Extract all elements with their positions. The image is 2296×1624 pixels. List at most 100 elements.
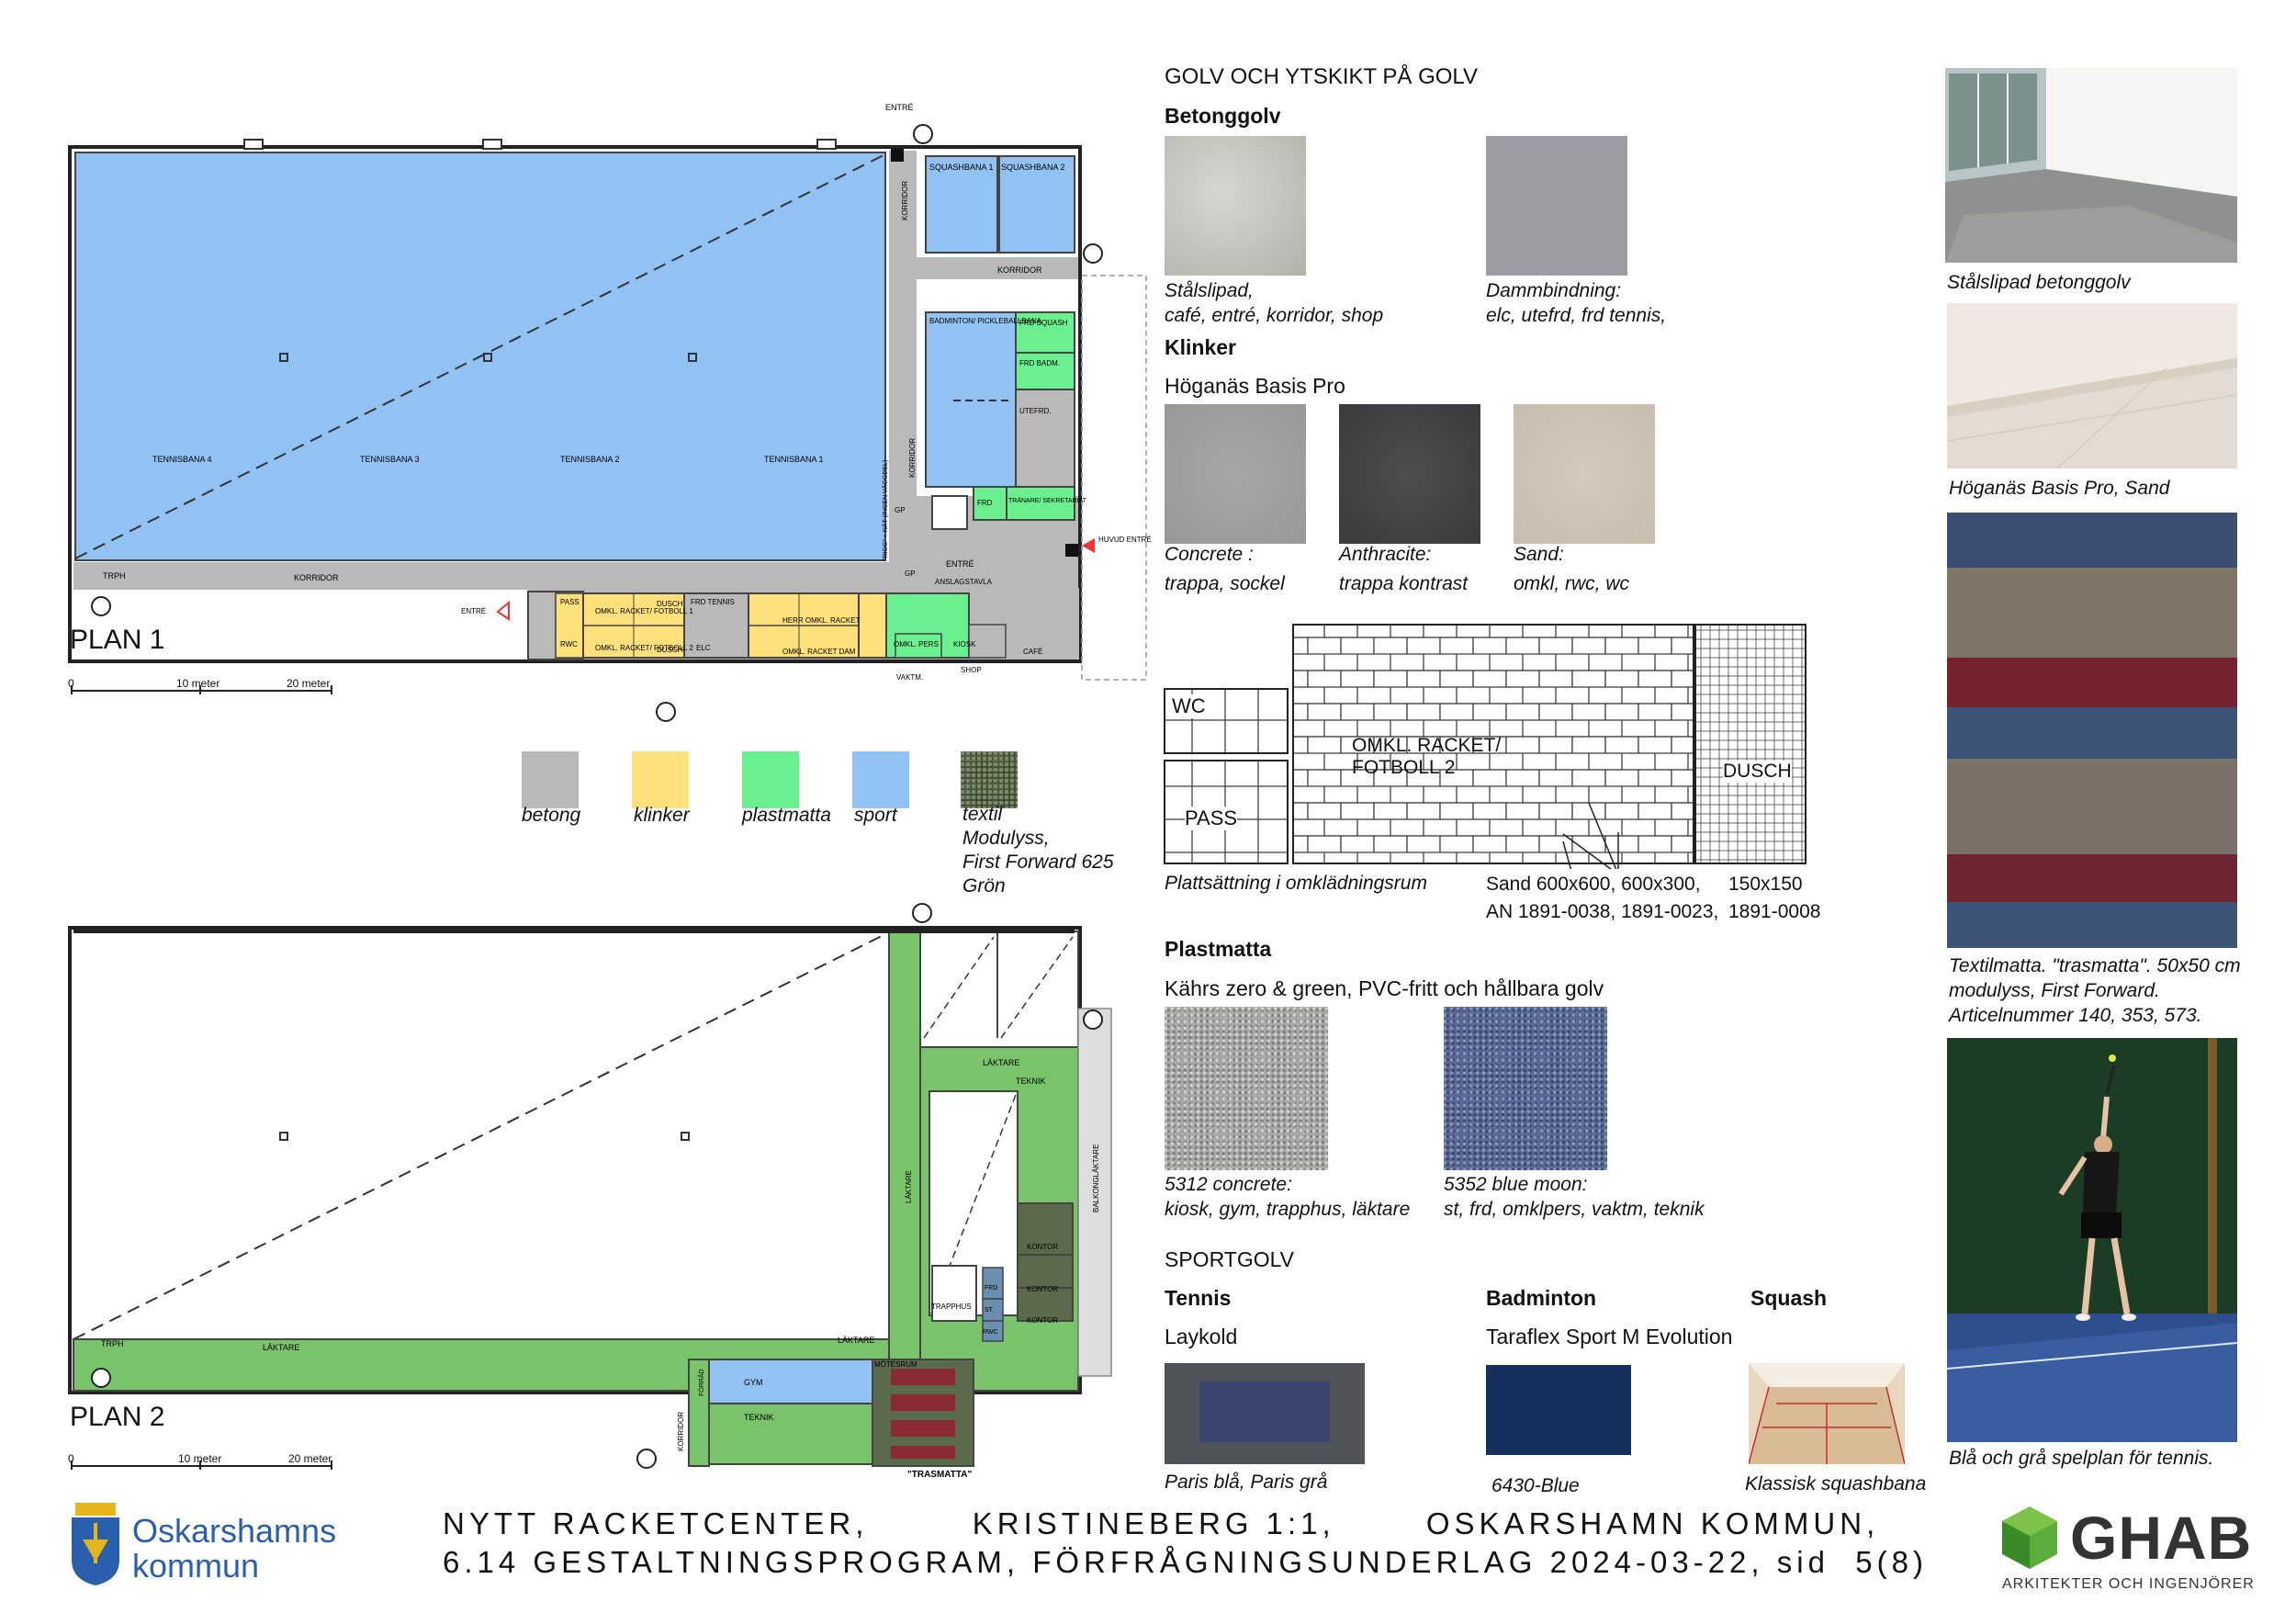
sport-tennis-inner [1199,1382,1330,1442]
sport-badminton-swatch [1486,1365,1631,1455]
betong-title: Betonggolv [1165,104,1281,128]
plan1-frd-squash: FRD SQUASH [1019,319,1068,327]
tiling-pass: PASS [1185,806,1238,830]
tiling-wc: WC [1172,694,1206,718]
legend-swatch-betong [522,751,579,808]
sport-badminton-title: Badminton [1486,1286,1597,1310]
squash-court-2 [998,155,1075,254]
plan1-trph: TRPH [103,571,126,581]
tiling-caption: Plattsättning i omklädningsrum [1165,873,1427,894]
plan-1-scale-20: 20 meter [287,677,331,690]
ghab-logo-subtitle: ARKITEKTER OCH INGENJÖRER [2002,1576,2255,1592]
plan1-utefrd: UTEFRD. [1019,407,1052,415]
plan1-tennis4: TENNISBANA 4 [152,455,212,464]
plan1-entre-mid: ENTRÉ [946,559,974,569]
photo-textile-carpet [1947,513,2237,948]
plan2-kontor-3: KONTOR [1027,1316,1058,1325]
plan1-rwc: RWC [560,640,578,648]
klinker-title: Klinker [1165,335,1236,359]
klinker-caption-anthracite: Anthracite: trappa kontrast [1339,544,1469,594]
plan1-tranare: TRÄNARE/ SEKRETARIAT [1008,497,1087,504]
sport-tennis-product: Laykold [1165,1325,1238,1348]
plan1-korridor-v: KORRIDOR [901,181,909,220]
plan1-squash2: SQUASHBANA 2 [1001,163,1065,172]
plan2-trapphus: TRAPPHUS [931,1303,972,1311]
plan1-tennis1: TENNISBANA 1 [764,455,824,464]
plan2-frd: FRD [985,1285,997,1291]
plan1-rigg: "RIGG" + NÄT (INGEN VÄGGDEL) [882,460,889,560]
plan1-frd-badm: FRD BADM. [1019,359,1060,367]
plan-1-scale-bar [71,685,332,694]
plan2-laktare-v: LÄKTARE [905,1170,913,1203]
plan1-korridor-h: KORRIDOR [997,265,1042,275]
plan2-trph: TRPH [101,1339,124,1348]
plan2-kontor-1: KONTOR [1027,1243,1058,1251]
plan1-frd-tennis: FRD TENNIS [691,598,735,606]
plan2-forrad: FÖRRÅD [697,1369,705,1396]
sport-tennis-title: Tennis [1165,1286,1232,1310]
photo-hoganas-sand [1947,303,2237,468]
plan-1-scale-10: 10 meter [176,677,220,690]
footer-line-1: NYTT RACKETCENTER, KRISTINEBERG 1:1, OSK… [443,1506,1880,1540]
plan1-korridor-v2: KORRIDOR [908,438,917,478]
plan1-entre-left: ENTRÉ [461,607,486,615]
plan2-balkong: BALKONGLÄKTARE [1092,1144,1100,1212]
plan1-gp1: GP [895,506,906,514]
plan-2-scale-10: 10 meter [178,1452,222,1465]
plan-2-scale-20: 20 meter [288,1452,332,1465]
plan2-st: ST. [985,1307,994,1314]
ghab-logo-text: GHAB [2070,1504,2253,1572]
photo-caption-3: Textilmatta. "trasmatta". 50x50 cm modul… [1949,955,2241,1026]
plan1-frd: FRD [977,499,993,507]
plan1-pass: PASS [560,598,580,606]
plan1-omkl2: OMKL. RACKET/ FOTBOLL 2 [595,644,693,652]
plan1-tennis3: TENNISBANA 3 [360,455,420,464]
plan1-squash1: SQUASHBANA 1 [929,163,994,172]
plan2-laktare-bottom-2: LÄKTARE [838,1336,874,1345]
plan2-laktare-bottom: LÄKTARE [263,1343,299,1352]
plastmatta-caption-bluemoon: 5352 blue moon: st, frd, omklpers, vaktm… [1444,1174,1705,1220]
materials-heading: GOLV OCH YTSKIKT PÅ GOLV [1165,64,1478,89]
plastmatta-swatch-bluemoon [1444,1007,1607,1170]
legend-swatch-sport [852,751,909,808]
sport-badminton-product: Taraflex Sport M Evolution [1486,1325,1733,1348]
plan-2-title: PLAN 2 [70,1402,165,1432]
sport-title: SPORTGOLV [1165,1247,1295,1271]
plan1-kiosk: KIOSK [953,640,976,648]
klinker-caption-sand: Sand: omkl, rwc, wc [1514,544,1629,594]
klinker-subtitle: Höganäs Basis Pro [1165,374,1345,398]
sport-squash-title: Squash [1750,1286,1828,1310]
plan2-trasmatta: "TRASMATTA" [907,1470,972,1480]
ghab-cube-icon [2002,1506,2057,1569]
legend-label-betong: betong [522,805,581,826]
legend-swatch-plastmatta [742,751,799,808]
sport-badminton-caption: 6430-Blue [1491,1475,1580,1496]
betong-swatch-dammbindning [1486,136,1627,276]
klinker-swatch-concrete [1165,404,1306,544]
plan1-vaktm: VAKTM. [896,673,923,682]
plan2-kontor-2: KONTOR [1027,1285,1058,1293]
plan2-korridor: KORRIDOR [677,1412,685,1451]
klinker-caption-concrete: Concrete : trappa, sockel [1165,544,1285,594]
plan-2-scale-0: 0 [68,1452,74,1465]
plan2-teknik-1: TEKNIK [1016,1077,1046,1086]
plan1-badminton: BADMINTON/ PICKLEBALLBANA [929,317,1042,325]
plan1-dusch1: DUSCH [657,600,683,608]
photo-caption-1: Stålslipad betonggolv [1947,272,2131,293]
oskarshamn-crest-icon [72,1503,119,1585]
tiling-dusch: DUSCH [1723,761,1792,783]
plan1-huvud-entre: HUVUD ENTRÉ [1098,536,1152,544]
plan2-gym: GYM [744,1378,763,1387]
plastmatta-swatch-concrete [1165,1007,1328,1170]
plan1-dam: OMKL. RACKET DAM [782,648,856,656]
tiling-pattern-diagram [1164,624,1806,869]
betong-caption-1: Stålslipad, café, entré, korridor, shop [1165,280,1384,326]
plastmatta-subtitle: Kährs zero & green, PVC-fritt och hållba… [1165,976,1604,1000]
legend-swatch-textil [961,751,1018,808]
plan-2-drawing: LÄKTARE TEKNIK LÄKTARE BALKONGLÄKTARE KO… [68,903,1112,1480]
plan2-teknik-2: TEKNIK [744,1413,774,1422]
plan1-anslag: ANSLAGSTAVLA [935,578,993,586]
oskarshamn-logo-text: Oskarshamns kommun [132,1512,337,1585]
betong-swatch-staalslipad [1165,136,1306,276]
plastmatta-title: Plastmatta [1165,937,1272,961]
